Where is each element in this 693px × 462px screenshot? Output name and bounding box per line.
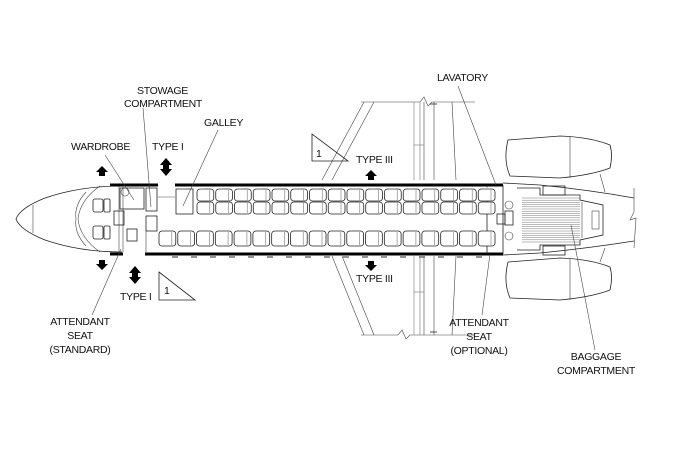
label-text: (STANDARD) (50, 344, 111, 356)
double-seat (196, 188, 215, 215)
double-seat (459, 188, 477, 215)
single-seat (402, 230, 421, 247)
double-seat (421, 188, 440, 215)
label-text: ATTENDANT (449, 317, 509, 329)
arrow-down-icon (365, 261, 377, 271)
stowage-compartment (145, 187, 158, 212)
aft-compartments (496, 200, 514, 241)
label-galley: GALLEY (204, 117, 243, 129)
double-seat (346, 188, 365, 215)
label-text: SEAT (466, 331, 492, 343)
arrow-up-icon (365, 170, 377, 180)
double-seat (384, 188, 402, 215)
attendant-seat-standard (126, 228, 138, 242)
label-lavatory: LAVATORY (437, 72, 488, 84)
single-seat (308, 230, 327, 247)
lavatory (504, 210, 514, 226)
double-seat (290, 188, 308, 215)
single-seat (158, 230, 177, 247)
engine-nacelle-bottom (505, 247, 612, 301)
label-baggage: BAGGAGE COMPARTMENT (557, 351, 636, 377)
single-seat (421, 230, 440, 247)
single-seat (177, 230, 195, 247)
single-seat (233, 230, 252, 247)
label-type3-top: TYPE III (356, 154, 393, 166)
arrow-up-icon (96, 166, 108, 176)
single-seat (459, 230, 477, 247)
galley (175, 188, 194, 215)
fuselage-walls (110, 183, 504, 256)
note-number: 1 (316, 148, 322, 160)
engine-nacelle-top (505, 135, 612, 193)
double-seat (271, 188, 290, 215)
double-arrow-icon (129, 266, 141, 284)
label-text: STOWAGE (137, 85, 188, 97)
single-seat (346, 230, 364, 247)
single-seat (383, 230, 402, 247)
label-type3-bottom: TYPE III (356, 273, 393, 285)
arrow-down-icon (96, 260, 108, 270)
label-type1-top: TYPE I (152, 141, 183, 153)
double-seat (252, 188, 271, 215)
label-text: COMPARTMENT (124, 98, 203, 110)
forward-cabinet (145, 215, 158, 232)
double-seat (327, 188, 346, 215)
note-number: 1 (164, 285, 170, 297)
label-text: BAGGAGE (571, 351, 622, 363)
single-seat (214, 230, 233, 247)
label-wardrobe: WARDROBE (71, 141, 130, 153)
single-seat (440, 230, 458, 247)
single-seat (290, 230, 308, 247)
triangle-note-icon: 1 (311, 133, 350, 162)
copilot-seat (92, 225, 104, 240)
wardrobe (119, 187, 145, 210)
double-seat (309, 188, 327, 215)
single-seat (327, 230, 346, 247)
label-text: COMPARTMENT (557, 365, 636, 377)
single-seat (271, 230, 289, 247)
tail-section (502, 182, 637, 256)
window-markers (172, 187, 490, 258)
double-seat (365, 188, 383, 215)
double-seat (440, 188, 458, 215)
label-text: SEAT (67, 330, 93, 342)
baggage-compartment (517, 185, 604, 256)
double-seat (402, 188, 421, 215)
nose-cockpit (15, 185, 125, 253)
single-seat (477, 230, 496, 247)
single-seat (365, 230, 383, 247)
leader-lines (91, 85, 596, 351)
pilot-seat (103, 198, 111, 213)
double-seat-row-group (196, 188, 496, 215)
label-attendant-optional: ATTENDANT SEAT (OPTIONAL) (449, 317, 510, 357)
single-seat-row-group (158, 230, 496, 247)
pilot-seat (92, 198, 104, 213)
double-arrow-icon (160, 158, 172, 176)
double-seat (215, 188, 233, 215)
single-seat (252, 230, 271, 247)
wing-bottom (331, 255, 475, 340)
single-seat (196, 230, 214, 247)
attendant-seat-optional (496, 213, 506, 225)
triangle-note-icon: 1 (158, 271, 197, 301)
double-seat (477, 188, 496, 215)
copilot-seat (103, 225, 111, 240)
label-stowage: STOWAGE COMPARTMENT (124, 85, 203, 110)
wing-top (321, 96, 475, 181)
double-seat (234, 188, 252, 215)
label-text: ATTENDANT (50, 316, 110, 328)
forward-compartments (119, 187, 194, 254)
cockpit-console (113, 210, 125, 226)
label-text: (OPTIONAL) (450, 345, 507, 357)
label-type1-bottom: TYPE I (120, 291, 151, 303)
label-attendant-standard: ATTENDANT SEAT (STANDARD) (50, 316, 111, 356)
